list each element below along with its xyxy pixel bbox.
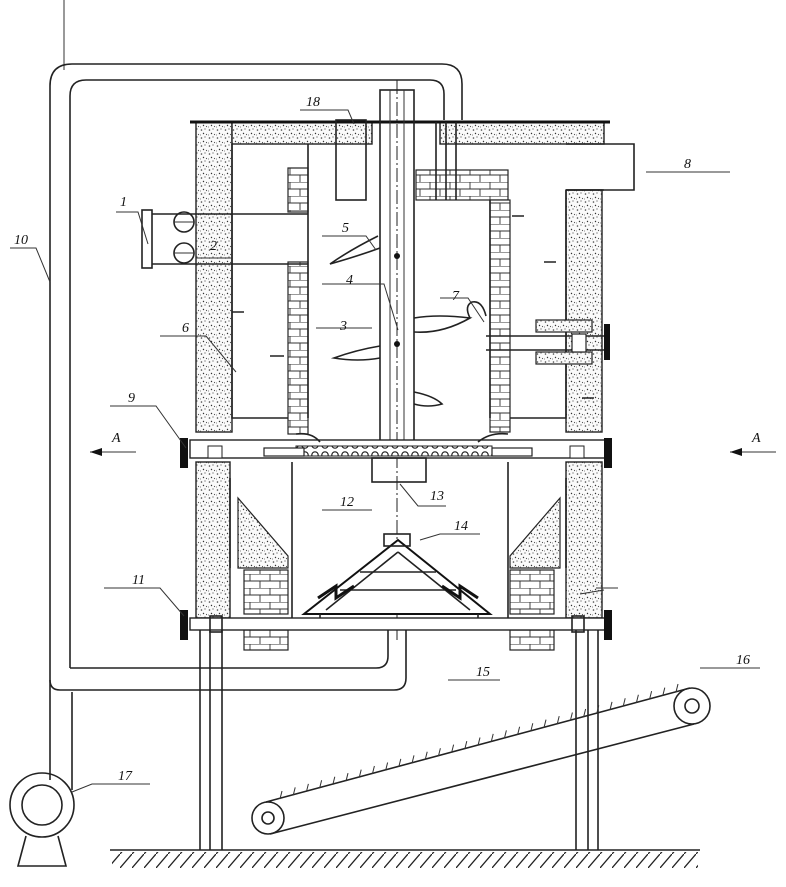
exhaust-outlet [566, 143, 635, 191]
conveyor-cleat [477, 737, 481, 746]
callout-1: 1 [120, 195, 127, 210]
conveyor-cleat [649, 691, 653, 700]
callout-14: 14 [454, 519, 468, 534]
conveyor-cleat [451, 744, 455, 753]
brick-lining [243, 167, 555, 651]
callout-5: 5 [342, 221, 349, 236]
callout-7: 7 [452, 289, 460, 304]
ground-base [110, 849, 700, 868]
section-label-left: A [111, 431, 121, 446]
exhaust-duct [49, 63, 463, 790]
conveyor-cleat [279, 790, 283, 800]
lower-chamber [229, 457, 567, 618]
callout-11: 11 [132, 573, 145, 588]
conveyor-cleat [332, 776, 336, 785]
conveyor-cleat [596, 705, 600, 714]
conveyor-cleat [319, 780, 323, 789]
conveyor-cleat [635, 694, 639, 703]
conveyor-cleat [609, 701, 613, 710]
conveyor-cleat [437, 748, 441, 757]
feed-inlet [141, 209, 308, 269]
callout-4: 4 [346, 273, 353, 288]
conveyor-cleat [622, 698, 626, 707]
chamber-walls [231, 144, 604, 419]
conveyor-cleat [675, 683, 679, 693]
conveyor-cleat [385, 762, 389, 771]
conveyor-cleat [292, 787, 296, 796]
callout-18: 18 [306, 95, 320, 110]
section-marker-right: A [730, 431, 776, 456]
conveyor-cleat [464, 740, 468, 750]
conveyor-cleat [583, 708, 587, 718]
chain-grate [180, 432, 612, 468]
conveyor-cleat [371, 765, 375, 775]
section-marker-left: A [90, 431, 136, 456]
blower-fan [9, 772, 75, 867]
conveyor-cleat [424, 751, 428, 760]
agitator-blades [329, 235, 473, 407]
conveyor-cleat [517, 726, 521, 735]
callout-13: 13 [430, 489, 444, 504]
conveyor-cleat [490, 733, 494, 743]
support-beam [180, 610, 612, 640]
conveyor-cleat [358, 769, 362, 778]
callout-16: 16 [736, 653, 750, 668]
callout-9: 9 [128, 391, 135, 406]
section-label-right: A [751, 431, 761, 446]
cone-deflector [301, 533, 493, 623]
chimney-stack [335, 119, 457, 201]
callout-17: 17 [118, 769, 133, 784]
conveyor-cleat [662, 687, 666, 696]
conveyor-cleat [556, 715, 560, 725]
callout-6: 6 [182, 321, 189, 336]
conveyor-cleat [345, 773, 349, 782]
conveyor-cleat [543, 719, 547, 728]
wall-studs [232, 215, 594, 399]
conveyor-cleat [411, 755, 415, 764]
conveyor-cleat [503, 730, 507, 739]
conveyor-cleat [398, 758, 402, 768]
callout-15: 15 [476, 665, 490, 680]
conveyor-cleat [530, 723, 534, 732]
conveyor-cleat [569, 712, 573, 721]
callout-10: 10 [14, 233, 28, 248]
conveyor-belt [251, 683, 711, 835]
furnace-insulation-wall [190, 120, 610, 619]
callout-12: 12 [340, 495, 354, 510]
callout-leaders [10, 109, 760, 793]
conveyor-cleat [305, 783, 309, 792]
callout-8: 8 [684, 157, 691, 172]
callout-2: 2 [210, 239, 217, 254]
callout-3: 3 [339, 319, 347, 334]
support-legs [199, 630, 599, 850]
side-burner [466, 300, 610, 365]
